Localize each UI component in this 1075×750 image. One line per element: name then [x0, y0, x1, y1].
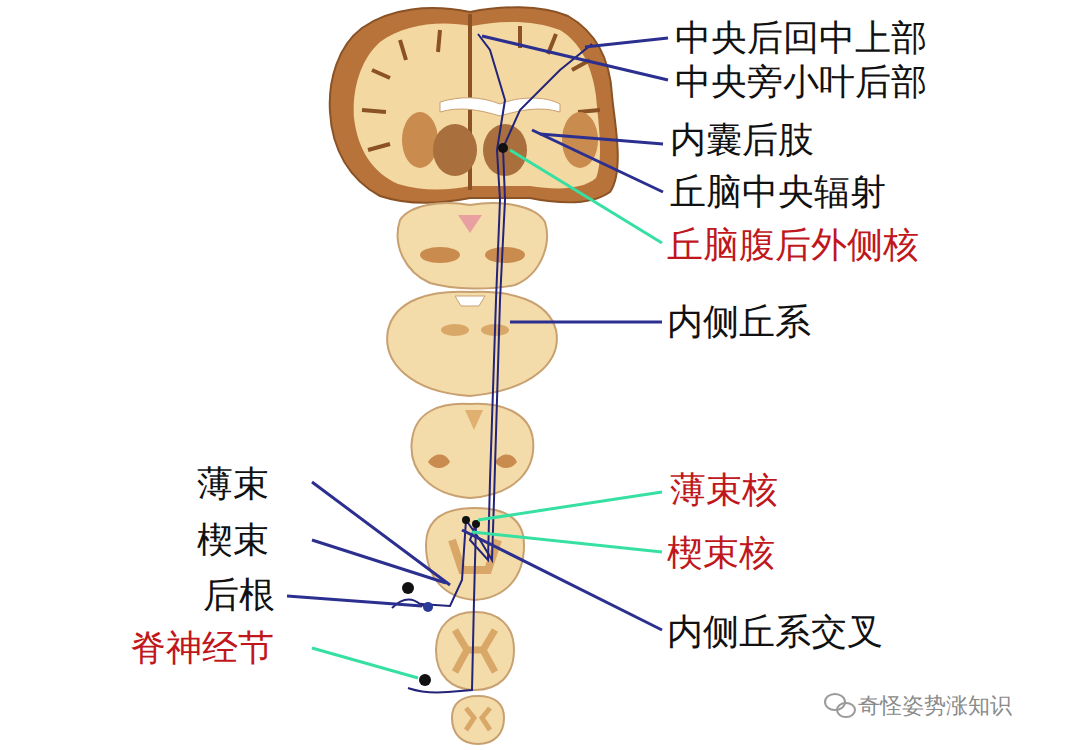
pathway-fibres	[392, 34, 592, 693]
medulla-section	[412, 404, 534, 498]
part-label: 楔束核	[667, 533, 775, 573]
pons-section	[387, 292, 557, 396]
spinal-cord-section	[436, 612, 514, 744]
part-label: 薄束核	[670, 470, 778, 510]
part-label: 楔束	[197, 520, 269, 560]
part-label: 中央后回中上部	[675, 18, 927, 58]
part-label: 后根	[203, 575, 275, 615]
part-label: 内侧丘系交叉	[667, 612, 883, 652]
part-label: 中央旁小叶后部	[675, 62, 927, 102]
part-label: 薄束	[197, 464, 269, 504]
part-label: 脊神经节	[130, 628, 274, 668]
part-label: 内囊后肢	[670, 120, 814, 160]
watermark-icon	[825, 694, 855, 717]
part-label: 丘脑中央辐射	[670, 172, 886, 212]
part-label: 丘脑腹后外侧核	[667, 225, 919, 265]
part-label: 内侧丘系	[667, 302, 811, 342]
watermark: 奇怪姿势涨知识	[858, 694, 1012, 718]
leader-lines	[287, 36, 668, 678]
midbrain-section	[398, 203, 547, 288]
brain-section	[330, 7, 618, 203]
